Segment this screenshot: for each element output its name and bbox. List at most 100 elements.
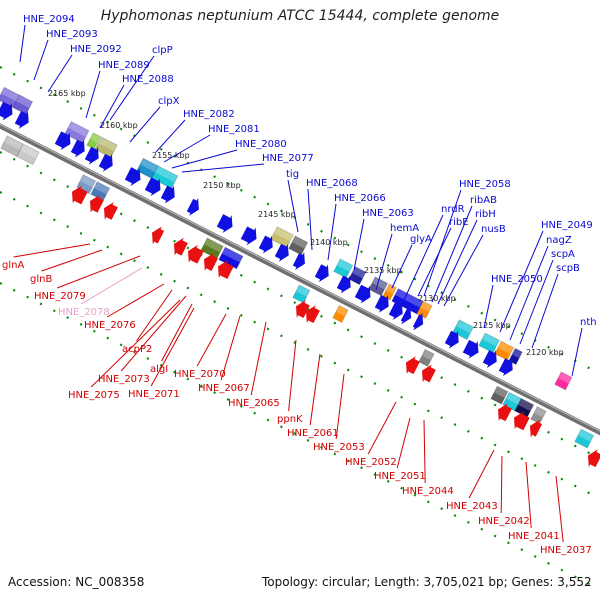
gene-feature bbox=[240, 226, 257, 246]
reverse-gene-label: algI bbox=[150, 364, 168, 375]
gene-feature bbox=[406, 356, 420, 375]
leader-line bbox=[287, 179, 299, 233]
gene-feature bbox=[354, 284, 371, 304]
gene-feature bbox=[418, 348, 435, 368]
gene-feature bbox=[54, 131, 71, 151]
leader-line bbox=[163, 134, 211, 163]
reverse-gene-label: HNE_2065 bbox=[228, 398, 280, 409]
gene-feature bbox=[412, 312, 424, 331]
gene-feature bbox=[258, 235, 273, 254]
forward-gene-label: HNE_2077 bbox=[262, 153, 314, 164]
forward-gene-label: HNE_2082 bbox=[183, 109, 235, 120]
gene-feature bbox=[14, 110, 29, 129]
gene-feature bbox=[574, 428, 595, 449]
gene-feature bbox=[72, 185, 88, 205]
gene-feature bbox=[84, 146, 99, 165]
forward-gene-label: HNE_2080 bbox=[235, 139, 287, 150]
leader-line bbox=[41, 249, 103, 272]
gene-feature bbox=[530, 405, 547, 425]
gene-feature bbox=[94, 136, 118, 159]
reverse-gene-label: glnB bbox=[30, 274, 52, 285]
leader-line bbox=[417, 227, 452, 297]
forward-gene-label: ribE bbox=[449, 217, 469, 228]
forward-gene-label: HNE_2050 bbox=[491, 274, 543, 285]
scale-label: 2145 kbp bbox=[258, 210, 296, 219]
scale-label: 2165 kbp bbox=[48, 89, 86, 98]
reverse-gene-label: HNE_2079 bbox=[34, 291, 86, 302]
gene-feature bbox=[514, 411, 530, 431]
leader-line bbox=[509, 245, 549, 341]
reverse-gene-label: HNE_2037 bbox=[540, 545, 592, 556]
leader-line bbox=[309, 353, 321, 426]
gene-feature bbox=[16, 143, 40, 166]
gene-feature bbox=[530, 419, 543, 438]
forward-gene-label: HNE_2063 bbox=[362, 208, 414, 219]
gene-feature bbox=[104, 201, 118, 220]
leader-line bbox=[531, 273, 559, 349]
leader-line bbox=[423, 419, 426, 484]
gene-feature bbox=[288, 235, 309, 256]
gene-feature bbox=[151, 165, 179, 190]
scale-label: 2125 kbp bbox=[473, 321, 511, 330]
leader-line bbox=[483, 284, 494, 329]
leader-line bbox=[85, 70, 101, 119]
gene-feature bbox=[160, 185, 175, 204]
leader-line bbox=[396, 417, 411, 469]
leader-line bbox=[19, 24, 26, 63]
gene-feature bbox=[462, 339, 479, 359]
leader-line bbox=[525, 461, 532, 529]
scale-label: 2130 kbp bbox=[418, 294, 456, 303]
genome-backbone bbox=[0, 123, 600, 436]
leader-line bbox=[555, 475, 564, 543]
forward-gene-label: HNE_2058 bbox=[459, 179, 511, 190]
leader-line bbox=[13, 243, 91, 258]
gene-feature bbox=[0, 101, 13, 121]
gene-feature bbox=[188, 244, 204, 264]
leader-line bbox=[431, 205, 473, 303]
leader-line bbox=[437, 219, 478, 305]
gene-feature bbox=[152, 226, 165, 245]
gene-feature bbox=[388, 302, 403, 320]
forward-gene-label: clpP bbox=[152, 45, 173, 56]
forward-gene-label: HNE_2088 bbox=[122, 74, 174, 85]
leader-line bbox=[353, 218, 365, 271]
gene-feature bbox=[292, 284, 311, 304]
reverse-gene-label: HNE_2061 bbox=[287, 428, 339, 439]
gene-feature bbox=[292, 252, 305, 270]
reverse-gene-label: HNE_2075 bbox=[68, 390, 120, 401]
gene-feature bbox=[296, 300, 310, 318]
leader-line bbox=[307, 188, 313, 251]
forward-gene-label: HNE_2068 bbox=[306, 178, 358, 189]
gene-feature bbox=[374, 294, 389, 313]
gene-feature bbox=[490, 385, 509, 405]
forward-gene-label: HNE_2089 bbox=[98, 60, 150, 71]
leader-line bbox=[571, 327, 583, 377]
gene-layer bbox=[0, 86, 600, 468]
gene-feature bbox=[186, 198, 199, 216]
forward-gene-label: HNE_2081 bbox=[208, 124, 260, 135]
scale-label: 2140 kbp bbox=[310, 238, 348, 247]
leader-line bbox=[423, 189, 462, 297]
scale-label: 2135 kbp bbox=[364, 266, 402, 275]
genome-backbone-highlight bbox=[0, 123, 600, 432]
forward-gene-label: HNE_2092 bbox=[70, 44, 122, 55]
forward-gene-label: nth bbox=[580, 317, 597, 328]
gene-feature bbox=[90, 194, 104, 213]
reverse-gene-label: HNE_2044 bbox=[402, 486, 454, 497]
gene-feature bbox=[204, 253, 218, 271]
gene-feature bbox=[144, 177, 161, 197]
forward-gene-label: glyA bbox=[410, 234, 432, 245]
gene-feature bbox=[482, 350, 497, 368]
gene-feature bbox=[64, 120, 90, 144]
leader-line bbox=[171, 149, 238, 169]
leader-line bbox=[443, 234, 484, 307]
leader-line bbox=[109, 55, 155, 121]
scale-label: 2155 kbp bbox=[152, 151, 190, 160]
gene-feature bbox=[422, 364, 436, 383]
leader-line bbox=[181, 163, 265, 173]
leader-line bbox=[136, 289, 173, 342]
gene-feature bbox=[332, 304, 349, 324]
leader-line bbox=[220, 315, 241, 381]
